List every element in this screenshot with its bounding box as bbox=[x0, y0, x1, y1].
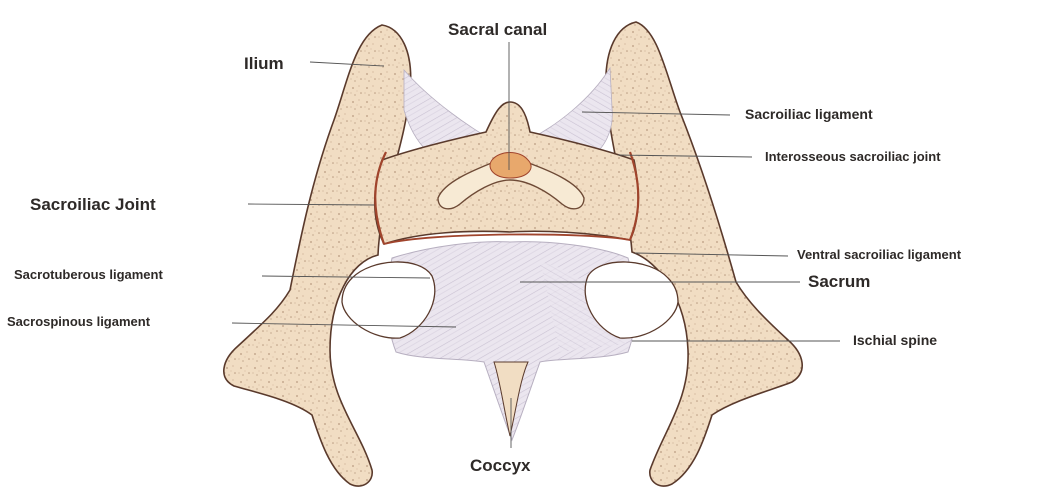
label-sacrospinous-ligament: Sacrospinous ligament bbox=[7, 315, 150, 328]
label-sacrum: Sacrum bbox=[808, 273, 870, 290]
label-sacroiliac-ligament: Sacroiliac ligament bbox=[745, 107, 873, 121]
label-interosseous-sacroiliac-joint: Interosseous sacroiliac joint bbox=[765, 150, 941, 163]
label-sacrotuberous-ligament: Sacrotuberous ligament bbox=[14, 268, 163, 281]
label-coccyx: Coccyx bbox=[470, 457, 530, 474]
label-ilium: Ilium bbox=[244, 55, 284, 72]
label-ischial-spine: Ischial spine bbox=[853, 333, 937, 347]
label-sacroiliac-joint: Sacroiliac Joint bbox=[30, 196, 156, 213]
label-ventral-sacroiliac-ligament: Ventral sacroiliac ligament bbox=[797, 248, 961, 261]
label-sacral-canal: Sacral canal bbox=[448, 21, 547, 38]
left-ilium-bone bbox=[224, 25, 411, 486]
